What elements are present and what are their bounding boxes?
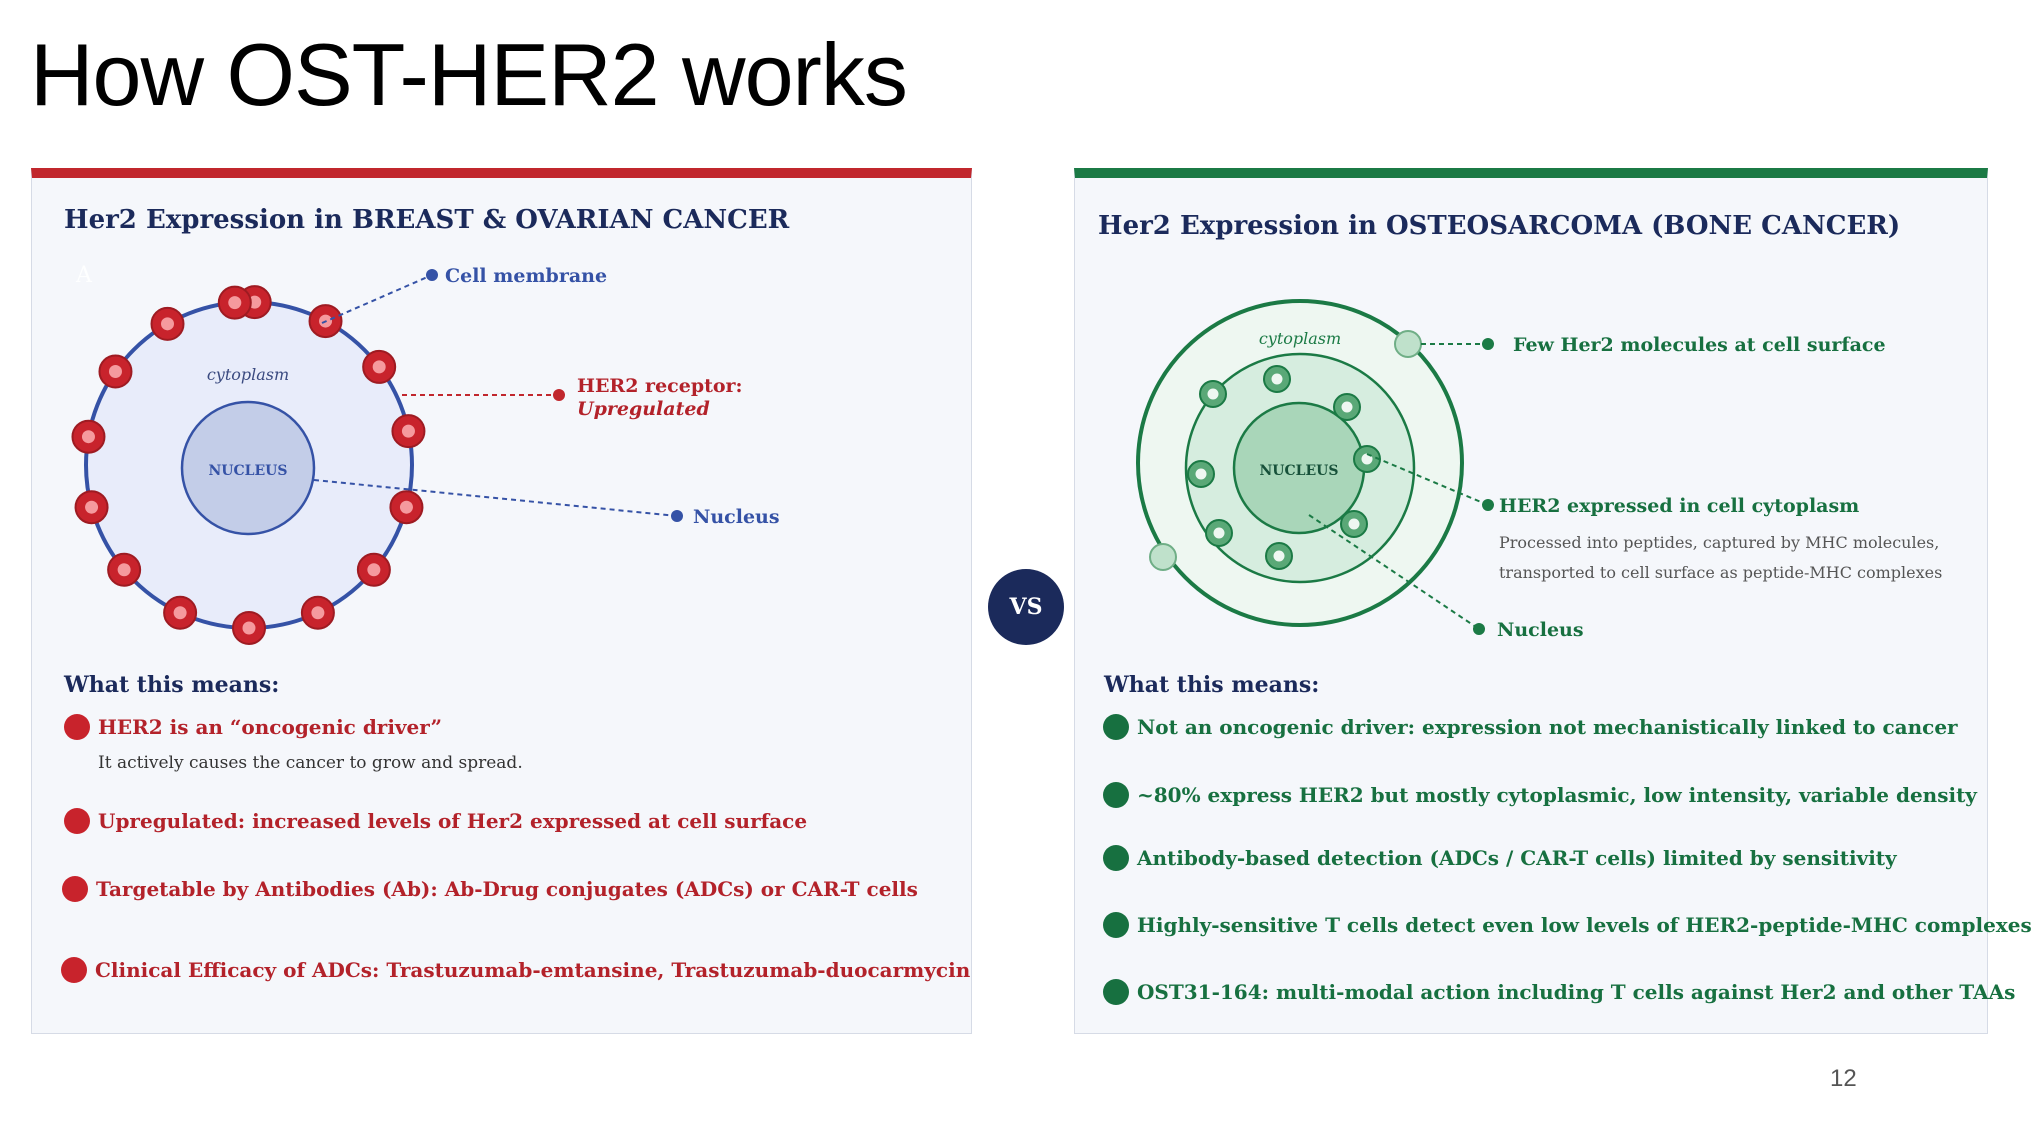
bullet-text: Clinical Efficacy of ADCs: Trastuzumab-e… <box>95 958 971 982</box>
her2-receptor <box>74 490 109 525</box>
slide-title: How OST-HER2 works <box>30 25 908 124</box>
cytoplasm-callout-line <box>1366 453 1489 506</box>
means-heading: What this means: <box>64 672 280 698</box>
bullet-dot-icon <box>61 957 87 983</box>
panel-letter: A <box>75 263 93 288</box>
receptor-callout-dot <box>553 389 565 401</box>
her2-receptor <box>71 419 106 454</box>
bullet-item: Antibody-based detection (ADCs / CAR-T c… <box>1103 845 1897 871</box>
bullet-text: Antibody-based detection (ADCs / CAR-T c… <box>1137 846 1897 870</box>
her2-receptor <box>150 306 185 341</box>
membrane-callout-dot <box>426 269 438 281</box>
bullet-item: HER2 is an “oncogenic driver” <box>64 714 443 740</box>
cytoplasmic-her2-molecule <box>1187 460 1215 488</box>
cytoplasmic-her2-molecule <box>1265 542 1293 570</box>
cytoplasm-label: cytoplasm <box>207 365 289 384</box>
bullet-item: Clinical Efficacy of ADCs: Trastuzumab-e… <box>61 957 971 983</box>
bullet-text: Targetable by Antibodies (Ab): Ab-Drug c… <box>96 877 918 901</box>
surface-her2-molecule <box>1149 543 1177 571</box>
panel-title: Her2 Expression in BREAST & OVARIAN CANC… <box>64 205 790 235</box>
nucleus-callout-line <box>1308 514 1480 630</box>
nucleus <box>180 400 316 536</box>
her2-receptor <box>389 490 424 525</box>
her2-receptor <box>362 349 397 384</box>
bullet-item: Highly-sensitive T cells detect even low… <box>1103 912 2032 938</box>
cytoplasmic-her2-molecule <box>1205 519 1233 547</box>
bullet-text: Not an oncogenic driver: expression not … <box>1137 715 1958 739</box>
nucleus-callout-label: Nucleus <box>1497 619 1584 641</box>
cytoplasmic-her2-molecule <box>1263 365 1291 393</box>
cytoplasm-callout-note: Processed into peptides, captured by MHC… <box>1499 533 1939 552</box>
bullet-dot-icon <box>64 714 90 740</box>
bullet-text: HER2 is an “oncogenic driver” <box>98 715 443 739</box>
nucleus-label: NUCLEUS <box>209 463 288 479</box>
her2-receptor <box>107 552 142 587</box>
cytoplasm-callout-note: transported to cell surface as peptide-M… <box>1499 563 1942 582</box>
cytoplasmic-her2-molecule <box>1333 393 1361 421</box>
bullet-dot-icon <box>1103 979 1129 1005</box>
bullet-dot-icon <box>62 876 88 902</box>
nucleus-label: NUCLEUS <box>1260 463 1339 479</box>
cytoplasm-callout-dot <box>1482 499 1494 511</box>
receptor-callout-label: HER2 receptor: <box>577 375 743 397</box>
cytoplasmic-her2-molecule <box>1353 445 1381 473</box>
her2-receptor <box>391 414 426 449</box>
vs-badge: VS <box>988 569 1064 645</box>
her2-receptor <box>163 595 198 630</box>
surface-her2-molecule <box>1394 330 1422 358</box>
nucleus-callout-label: Nucleus <box>693 506 780 528</box>
bullet-item: Targetable by Antibodies (Ab): Ab-Drug c… <box>62 876 918 902</box>
her2-receptor <box>217 285 252 320</box>
bullet-dot-icon <box>1103 912 1129 938</box>
cytoplasm-label: cytoplasm <box>1259 329 1341 348</box>
breast-ovarian-panel: A NUCLEUS cytoplasm Cell membrane HER2 r… <box>31 168 972 1034</box>
bullet-text: Upregulated: increased levels of Her2 ex… <box>98 809 808 833</box>
bullet-dot-icon <box>1103 782 1129 808</box>
membrane-callout-label: Cell membrane <box>445 265 607 287</box>
nucleus-callout-dot <box>671 510 683 522</box>
her2-receptor <box>232 611 266 645</box>
osteosarcoma-panel: NUCLEUS cytoplasm Few Her2 molecules at … <box>1074 168 2032 1034</box>
her2-receptor <box>98 354 133 389</box>
nucleus-callout-line <box>313 479 678 517</box>
bullet-text: ~80% express HER2 but mostly cytoplasmic… <box>1137 783 1977 807</box>
receptor-callout-sublabel: Upregulated <box>577 398 710 420</box>
osteosarcoma-cell-diagram: NUCLEUS cytoplasm Few Her2 molecules at … <box>1136 299 1942 641</box>
surface-callout-dot <box>1482 338 1494 350</box>
bullet-text: OST31-164: multi-modal action including … <box>1137 980 2016 1004</box>
cytoplasmic-her2-group <box>1187 365 1381 570</box>
bullet-dot-icon <box>64 808 90 834</box>
bullet-dot-icon <box>1103 845 1129 871</box>
membrane-callout-line <box>321 274 433 324</box>
bullet-item: OST31-164: multi-modal action including … <box>1103 979 2016 1005</box>
bullet-dot-icon <box>1103 714 1129 740</box>
surface-callout-label: Few Her2 molecules at cell surface <box>1513 334 1886 356</box>
her2-receptor <box>356 552 391 587</box>
cytoplasmic-her2-molecule <box>1340 510 1368 538</box>
her2-receptor-ring <box>71 285 426 645</box>
means-heading: What this means: <box>1104 672 1320 698</box>
panel-title: Her2 Expression in OSTEOSARCOMA (BONE CA… <box>1098 211 1901 241</box>
bullet-text: Highly-sensitive T cells detect even low… <box>1137 913 2032 937</box>
cytoplasmic-her2-molecule <box>1199 380 1227 408</box>
her2-receptor <box>300 595 335 630</box>
bullet-item: Upregulated: increased levels of Her2 ex… <box>64 808 808 834</box>
nucleus-callout-dot <box>1473 623 1485 635</box>
bullet-item: ~80% express HER2 but mostly cytoplasmic… <box>1103 782 1977 808</box>
page-number: 12 <box>1830 1065 1857 1092</box>
bullet-note: It actively causes the cancer to grow an… <box>98 753 523 773</box>
breast-cell-diagram: A NUCLEUS cytoplasm Cell membrane HER2 r… <box>71 263 780 645</box>
bullet-item: Not an oncogenic driver: expression not … <box>1103 714 1958 740</box>
cytoplasm-callout-label: HER2 expressed in cell cytoplasm <box>1499 495 1859 517</box>
